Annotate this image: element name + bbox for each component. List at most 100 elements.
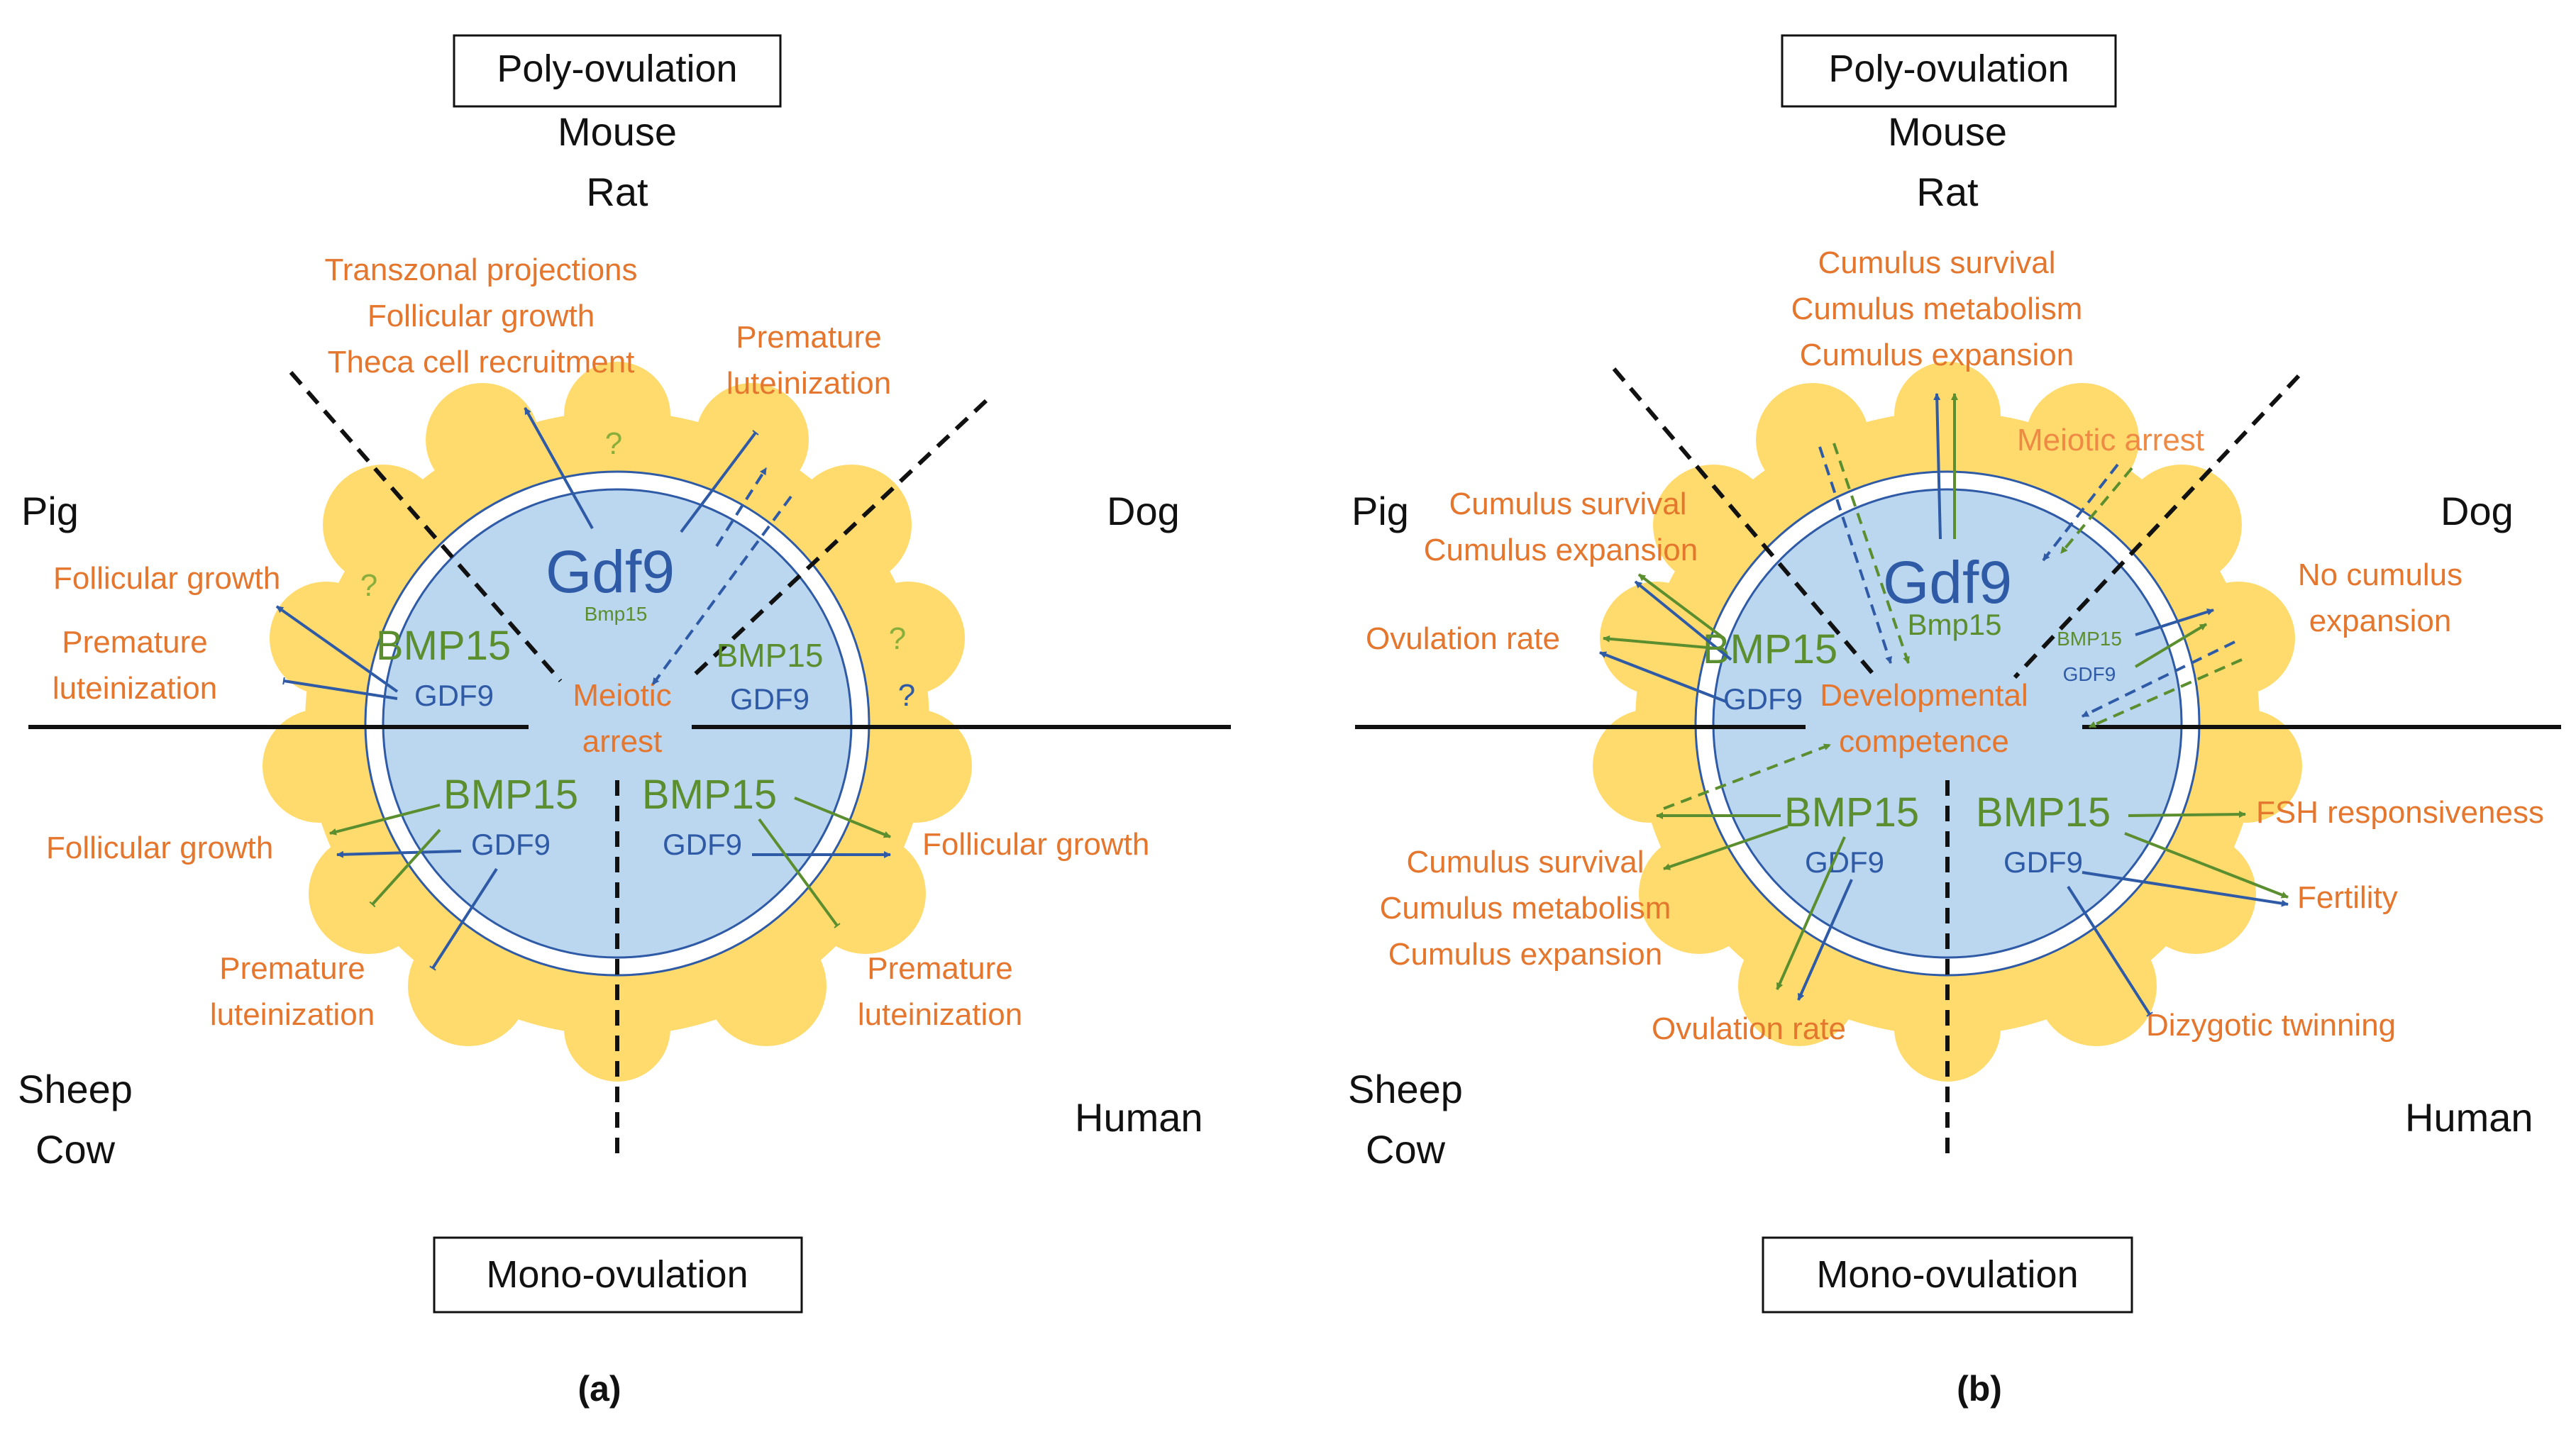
ll-text-2: Cumulus metabolism: [1380, 891, 1671, 926]
ur-bmp15: BMP15: [2057, 628, 2122, 650]
inhibition: [680, 433, 756, 533]
species-human: Human: [1075, 1095, 1203, 1140]
arrow: [1663, 825, 1789, 870]
arrow: [1634, 580, 1732, 661]
species-cow: Cow: [1366, 1127, 1446, 1172]
dashed-arrow: [2082, 640, 2235, 718]
dog-text-2: expansion: [2309, 604, 2452, 638]
panel-b: Poly-ovulation Mono-ovulation (b) Mouse …: [1348, 34, 2561, 1409]
divider-dashed-ul: [1612, 367, 1875, 675]
species-rat: Rat: [1916, 170, 1979, 214]
ll-bmp15: BMP15: [443, 772, 578, 818]
poly-ovulation-label: Poly-ovulation: [1828, 48, 2069, 90]
inhibition: [284, 681, 398, 700]
top-text-1: Transzonal projections: [324, 252, 637, 287]
ur-bmp15: BMP15: [717, 637, 824, 674]
ul-bmp15: BMP15: [376, 623, 511, 669]
ll-premature-1: Premature: [219, 951, 365, 986]
ll-gdf9: GDF9: [1805, 845, 1884, 879]
species-rat: Rat: [586, 170, 648, 214]
ll-gdf9: GDF9: [471, 828, 551, 861]
fertility: Fertility: [2297, 880, 2398, 915]
species-dog: Dog: [2440, 489, 2514, 533]
center-text-1: Meiotic: [573, 678, 671, 713]
dashed-arrow: [651, 495, 792, 686]
dashed-arrow: [2060, 467, 2133, 555]
gdf9-big: Gdf9: [1883, 549, 2012, 616]
left-mid-text-1: Premature: [62, 625, 207, 660]
lr-follicular-growth: Follicular growth: [922, 827, 1149, 862]
lr-premature-1: Premature: [867, 951, 1012, 986]
arrow: [1637, 573, 1725, 640]
top-text-3: Cumulus expansion: [1800, 338, 2074, 372]
dizygotic-twinning: Dizygotic twinning: [2146, 1008, 2396, 1043]
left-mid-text-2: luteinization: [52, 671, 217, 706]
center-text-2: competence: [1839, 724, 2009, 759]
poly-ovulation-box: [453, 34, 782, 108]
ul-bmp15: BMP15: [1703, 626, 1837, 672]
dashed-arrow: [1818, 446, 1892, 664]
poly-ovulation-label: Poly-ovulation: [497, 48, 737, 90]
mono-ovulation-box: [433, 1236, 803, 1314]
dashed-arrow: [2042, 463, 2119, 562]
arrow: [1776, 836, 1846, 990]
ll-follicular-growth: Follicular growth: [46, 831, 273, 865]
arrow: [1603, 635, 1725, 650]
ul-gdf9: GDF9: [414, 679, 494, 712]
species-sheep: Sheep: [1348, 1067, 1463, 1111]
dog-text-1: No cumulus: [2298, 557, 2462, 592]
arrow: [275, 605, 399, 693]
bmp15-small: Bmp15: [585, 603, 648, 625]
ll-text-3: Cumulus expansion: [1388, 937, 1662, 972]
arrow: [2135, 608, 2214, 636]
arrow: [2128, 811, 2246, 818]
panel-label-a: (a): [577, 1369, 621, 1409]
arrow: [329, 804, 441, 836]
dashed-arrow: [715, 467, 768, 548]
oocyte: [382, 488, 853, 959]
tr-text-2: luteinization: [726, 366, 891, 401]
meiotic-arrest: Meiotic arrest: [2017, 423, 2204, 457]
divider-dashed-ul: [289, 371, 563, 682]
ovulation-rate-left: Ovulation rate: [1366, 621, 1560, 656]
arrow: [2082, 871, 2289, 907]
mono-ovulation-label: Mono-ovulation: [1816, 1253, 2078, 1296]
ur-gdf9: GDF9: [2063, 663, 2116, 685]
arrow: [794, 797, 891, 838]
species-sheep: Sheep: [18, 1067, 133, 1111]
dashed-arrow: [1663, 743, 1831, 810]
pig-text-1: Cumulus survival: [1449, 487, 1687, 521]
lr-bmp15: BMP15: [642, 772, 777, 818]
lr-premature-2: luteinization: [858, 997, 1022, 1032]
divider-dashed-ur: [690, 399, 988, 679]
fsh-responsiveness: FSH responsiveness: [2256, 795, 2544, 830]
arrow: [2134, 623, 2208, 668]
species-cow: Cow: [35, 1127, 116, 1172]
question-mark: ?: [889, 621, 906, 656]
panel-a: Poly-ovulation Mono-ovulation (a) Mouse …: [18, 34, 1231, 1409]
center-text-2: arrest: [582, 724, 662, 759]
ll-premature-2: luteinization: [210, 997, 375, 1032]
arrow: [1797, 879, 1853, 1001]
arrow: [1933, 393, 1942, 540]
arrow: [524, 407, 594, 529]
top-text-2: Follicular growth: [367, 299, 595, 333]
mono-ovulation-box: [1762, 1236, 2133, 1314]
left-top-text: Follicular growth: [53, 561, 280, 596]
ovulation-rate-bottom: Ovulation rate: [1652, 1011, 1846, 1046]
center-text-1: Developmental: [1820, 678, 2028, 713]
ur-gdf9: GDF9: [730, 682, 809, 716]
lr-bmp15: BMP15: [1976, 789, 2111, 836]
inhibition: [758, 818, 837, 926]
arrow: [1599, 651, 1728, 704]
oocyte: [1712, 488, 2183, 959]
species-dog: Dog: [1107, 489, 1180, 533]
species-mouse: Mouse: [558, 109, 677, 154]
inhibition: [2067, 885, 2150, 1014]
top-text-1: Cumulus survival: [1818, 245, 2056, 280]
dashed-arrow: [1833, 443, 1910, 664]
lr-gdf9: GDF9: [663, 828, 742, 861]
species-pig: Pig: [21, 489, 79, 533]
